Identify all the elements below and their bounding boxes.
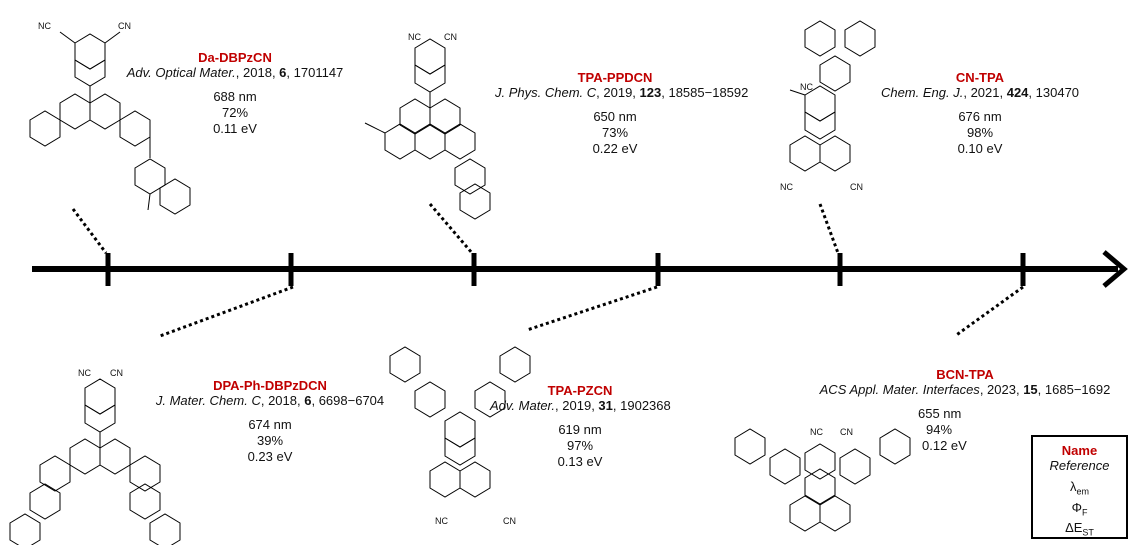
legend-dest: ΔEST (1065, 520, 1094, 538)
quantum-yield: 94% (926, 422, 953, 437)
reference: Adv. Mater., 2019, 31, 1902368 (490, 398, 671, 413)
legend-name: Name (1061, 443, 1098, 458)
cn-label: CN (444, 32, 457, 42)
reference: J. Phys. Chem. C, 2019, 123, 18585−18592 (495, 85, 749, 100)
singlet-triplet-gap: 0.11 eV (213, 121, 257, 136)
molecule-structure-tpa-ppdcn: NC CN (340, 28, 540, 223)
singlet-triplet-gap: 0.22 eV (592, 141, 638, 156)
legend-reference: Reference (1049, 458, 1110, 473)
entry-da-dbpzcn: Da-DBPzCN Adv. Optical Mater., 2018, 6, … (110, 50, 360, 137)
reference: J. Mater. Chem. C, 2018, 6, 6698−6704 (155, 393, 385, 408)
compound-name: BCN-TPA (936, 367, 994, 382)
legend-phi: ΦF (1071, 499, 1088, 518)
emission-wavelength: 619 nm (558, 422, 602, 437)
cn-label: CN (110, 368, 123, 378)
cn-label: NC (435, 516, 448, 526)
cn-label: NC (78, 368, 91, 378)
cn-label: CN (503, 516, 516, 526)
cn-label: CN (850, 182, 863, 192)
reference: ACS Appl. Mater. Interfaces, 2023, 15, 1… (819, 382, 1111, 397)
emission-wavelength: 688 nm (213, 89, 257, 104)
cn-label: NC (810, 427, 823, 437)
quantum-yield: 97% (566, 438, 594, 453)
cn-label: NC (38, 21, 51, 31)
singlet-triplet-gap: 0.13 eV (557, 454, 603, 469)
cn-label: NC (800, 82, 813, 92)
molecule-structure-bcn-tpa: NC CN (730, 418, 930, 543)
cn-label: CN (840, 427, 853, 437)
legend-box: Name Reference λem ΦF ΔEST (1031, 435, 1128, 539)
emission-wavelength: 650 nm (593, 109, 637, 124)
entry-cn-tpa: CN-TPA Chem. Eng. J., 2021, 424, 130470 … (880, 70, 1080, 157)
compound-name: TPA-PPDCN (577, 70, 653, 85)
cn-label: CN (118, 21, 131, 31)
quantum-yield: 72% (221, 105, 249, 120)
molecule-structure-da-dbpzcn: NC CN (20, 18, 200, 223)
singlet-triplet-gap: 0.12 eV (922, 438, 967, 453)
entry-tpa-pzcn: TPA-PZCN Adv. Mater., 2019, 31, 1902368 … (490, 383, 671, 470)
quantum-yield: 39% (256, 433, 284, 448)
entry-dpa-ph-dbpzdcn: DPA-Ph-DBPzDCN J. Mater. Chem. C, 2018, … (150, 378, 390, 465)
reference: Chem. Eng. J., 2021, 424, 130470 (880, 85, 1080, 100)
compound-name: Da-DBPzCN (198, 50, 272, 65)
singlet-triplet-gap: 0.10 eV (957, 141, 1003, 156)
cn-label: NC (780, 182, 793, 192)
entry-bcn-tpa: BCN-TPA ACS Appl. Mater. Interfaces, 202… (800, 367, 1130, 454)
singlet-triplet-gap: 0.23 eV (247, 449, 293, 464)
compound-name: DPA-Ph-DBPzDCN (213, 378, 327, 393)
molecule-structure-cn-tpa: NC NC CN (760, 10, 900, 195)
quantum-yield: 98% (966, 125, 994, 140)
emission-wavelength: 674 nm (248, 417, 292, 432)
reference: Adv. Optical Mater., 2018, 6, 1701147 (126, 65, 344, 80)
cn-label: NC (408, 32, 421, 42)
legend-lambda: λem (1069, 479, 1089, 497)
molecule-structure-tpa-pzcn: NC CN (385, 336, 555, 526)
compound-name: CN-TPA (955, 70, 1005, 85)
compound-name: TPA-PZCN (547, 383, 613, 398)
emission-wavelength: 676 nm (958, 109, 1002, 124)
entry-tpa-ppdcn: TPA-PPDCN J. Phys. Chem. C, 2019, 123, 1… (495, 70, 749, 157)
quantum-yield: 73% (601, 125, 629, 140)
molecule-structure-dpa-ph-dbpzdcn: NC CN (9, 368, 190, 545)
emission-wavelength: 655 nm (918, 406, 962, 421)
